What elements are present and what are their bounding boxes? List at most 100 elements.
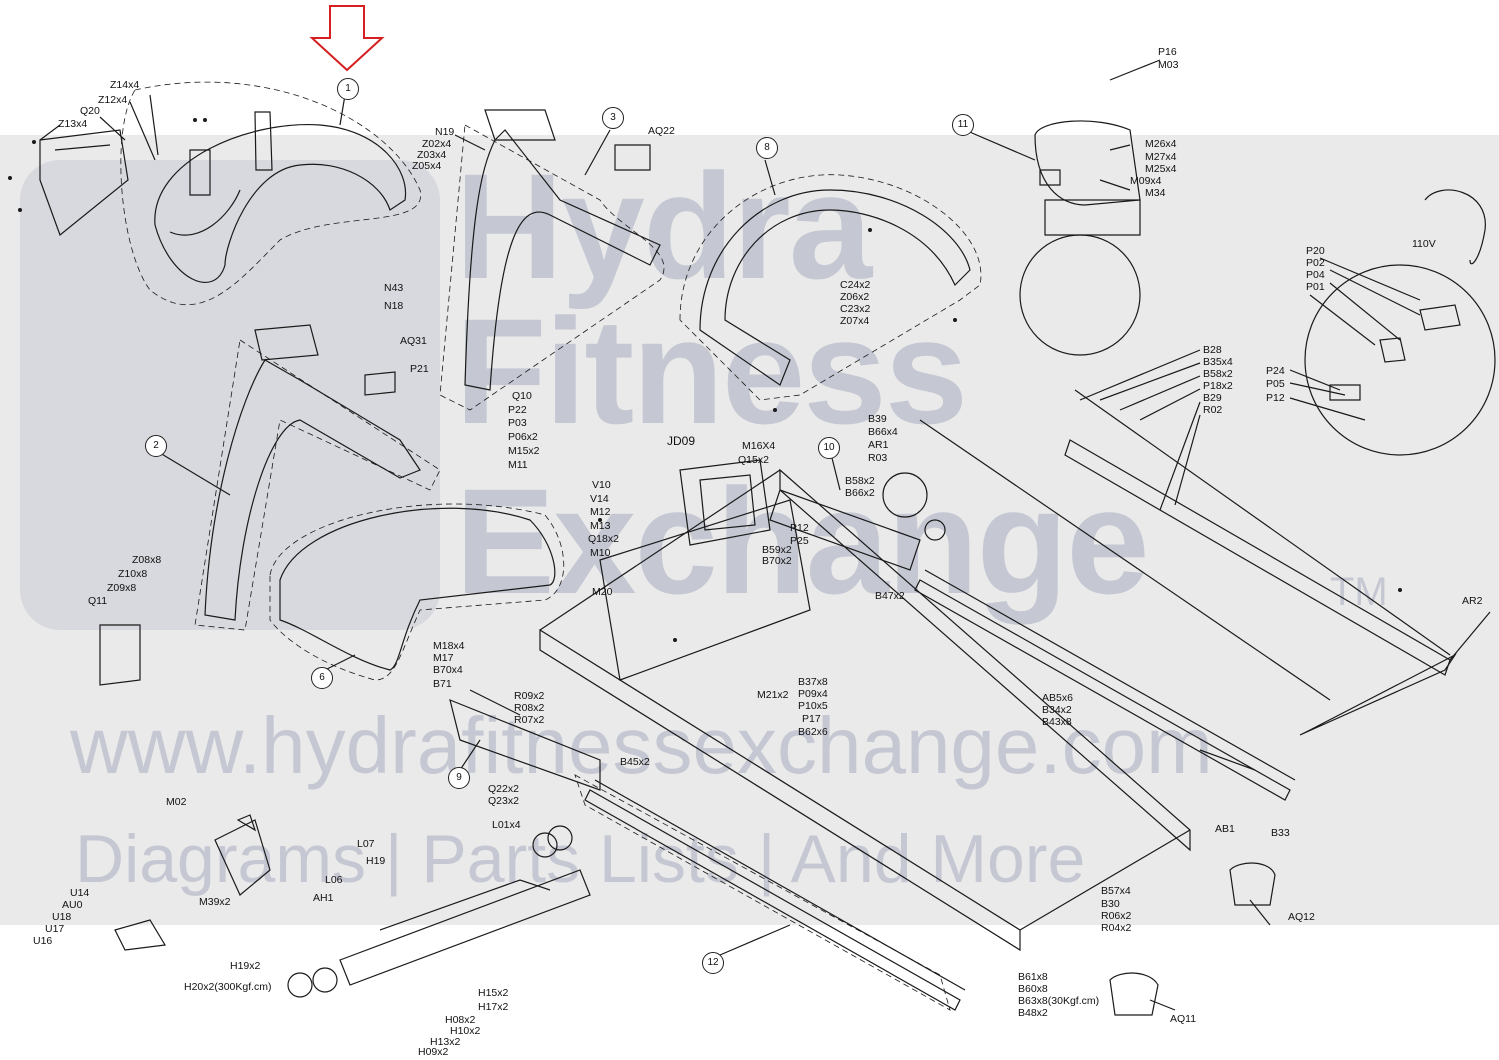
wiring-detail-circle — [1304, 264, 1496, 456]
part-label: AR2 — [1462, 595, 1483, 607]
part-label: B70x2 — [762, 555, 792, 567]
electronics-tray — [769, 489, 921, 571]
part-label: N19 — [435, 126, 455, 138]
part-label: JD09 — [667, 434, 696, 448]
part-label: B39 — [868, 413, 887, 425]
motor-hood — [279, 507, 556, 671]
console-shell — [154, 123, 407, 284]
part-label: Q20 — [80, 105, 100, 117]
part-label: B57x4 — [1101, 885, 1131, 897]
part-label: P22 — [508, 404, 527, 416]
motor-cover — [449, 689, 601, 791]
part-label: H08x2 — [445, 1014, 476, 1026]
part-label: P10x5 — [798, 700, 828, 712]
part-label: L07 — [357, 838, 375, 850]
part-label: AQ22 — [648, 125, 675, 137]
part-label: Q10 — [512, 390, 532, 402]
part-label: AQ31 — [400, 335, 427, 347]
part-label: M15x2 — [508, 445, 540, 457]
part-label: B48x2 — [1018, 1007, 1048, 1019]
part-label: AR1 — [868, 439, 889, 451]
part-label: R06x2 — [1101, 910, 1132, 922]
part-label: M11 — [508, 459, 528, 471]
part-label: U16 — [33, 935, 53, 947]
callout-8: 8 — [756, 137, 778, 159]
part-label: M16X4 — [742, 440, 776, 452]
part-label: B30 — [1101, 898, 1120, 910]
part-label: P05 — [1266, 378, 1285, 390]
part-label: P20 — [1306, 245, 1325, 257]
part-label: M03 — [1158, 59, 1179, 71]
part-label: U17 — [45, 923, 65, 935]
part-label: P16 — [1158, 46, 1177, 58]
part-label: M13 — [590, 520, 611, 532]
part-label: B35x4 — [1203, 356, 1233, 368]
part-label: Q15x2 — [738, 454, 769, 466]
part-label: L06 — [325, 874, 343, 886]
part-label: P24 — [1266, 365, 1285, 377]
part-label: AQ11 — [1170, 1013, 1197, 1025]
part-label: B70x4 — [433, 664, 463, 676]
callout-9: 9 — [448, 767, 470, 789]
part-label: B34x2 — [1042, 704, 1072, 716]
part-label: M12 — [590, 506, 611, 518]
side-rail-right — [914, 569, 1296, 801]
part-label: B29 — [1203, 392, 1222, 404]
part-label: P12 — [1266, 392, 1285, 404]
callout-12: 12 — [702, 952, 724, 974]
part-label: Z12x4 — [98, 94, 128, 106]
part-label: H09x2 — [418, 1046, 449, 1058]
part-label: M27x4 — [1145, 151, 1177, 163]
part-label: M17 — [433, 652, 454, 664]
part-label: B66x4 — [868, 426, 898, 438]
part-label: M25x4 — [1145, 163, 1177, 175]
watermark-brand-3: Exchange — [455, 457, 1150, 625]
callout-3: 3 — [602, 107, 624, 129]
watermark-band — [0, 135, 1499, 925]
part-label: Z13x4 — [58, 118, 88, 130]
callout-2: 2 — [145, 435, 167, 457]
part-label: U14 — [70, 887, 90, 899]
part-label: B58x2 — [845, 475, 875, 487]
part-label: Z10x8 — [118, 568, 148, 580]
part-label: R04x2 — [1101, 922, 1132, 934]
part-label: Q11 — [88, 595, 108, 607]
end-cap-aq11 — [1109, 972, 1159, 1016]
part-label: AH1 — [313, 892, 334, 904]
drive-motor — [1034, 120, 1141, 206]
part-label: V14 — [590, 493, 609, 505]
part-label: Q18x2 — [588, 533, 619, 545]
part-label: H17x2 — [478, 1001, 509, 1013]
part-label: M18x4 — [433, 640, 465, 652]
part-label: Q23x2 — [488, 795, 519, 807]
part-label: R08x2 — [514, 702, 545, 714]
part-label: P06x2 — [508, 431, 538, 443]
inverter — [679, 459, 771, 546]
callout-10: 10 — [818, 437, 840, 459]
watermark-brand-1: Hydra — [455, 142, 872, 310]
part-label: M20 — [592, 586, 613, 598]
part-label: P09x4 — [798, 688, 828, 700]
part-label: P18x2 — [1203, 380, 1233, 392]
part-label: B45x2 — [620, 756, 650, 768]
part-label: Z03x4 — [417, 149, 447, 161]
part-label: P01 — [1306, 281, 1325, 293]
part-label: 110V — [1412, 238, 1436, 250]
part-label: H19 — [366, 855, 386, 867]
part-label: B33 — [1271, 827, 1290, 839]
part-label: AU0 — [62, 899, 83, 911]
part-label: AB1 — [1215, 823, 1235, 835]
part-label: R02 — [1203, 404, 1223, 416]
callout-1: 1 — [337, 78, 359, 100]
part-label: M34 — [1145, 187, 1166, 199]
part-label: H20x2(300Kgf.cm) — [184, 981, 272, 993]
callout-11: 11 — [952, 114, 974, 136]
frame-rail-left — [539, 628, 1021, 952]
part-label: M02 — [166, 796, 187, 808]
part-label: Z02x4 — [422, 138, 452, 150]
q11-cover — [99, 624, 141, 686]
highlight-arrow — [309, 5, 385, 72]
part-label: B58x2 — [1203, 368, 1233, 380]
part-label: M09x4 — [1130, 175, 1162, 187]
